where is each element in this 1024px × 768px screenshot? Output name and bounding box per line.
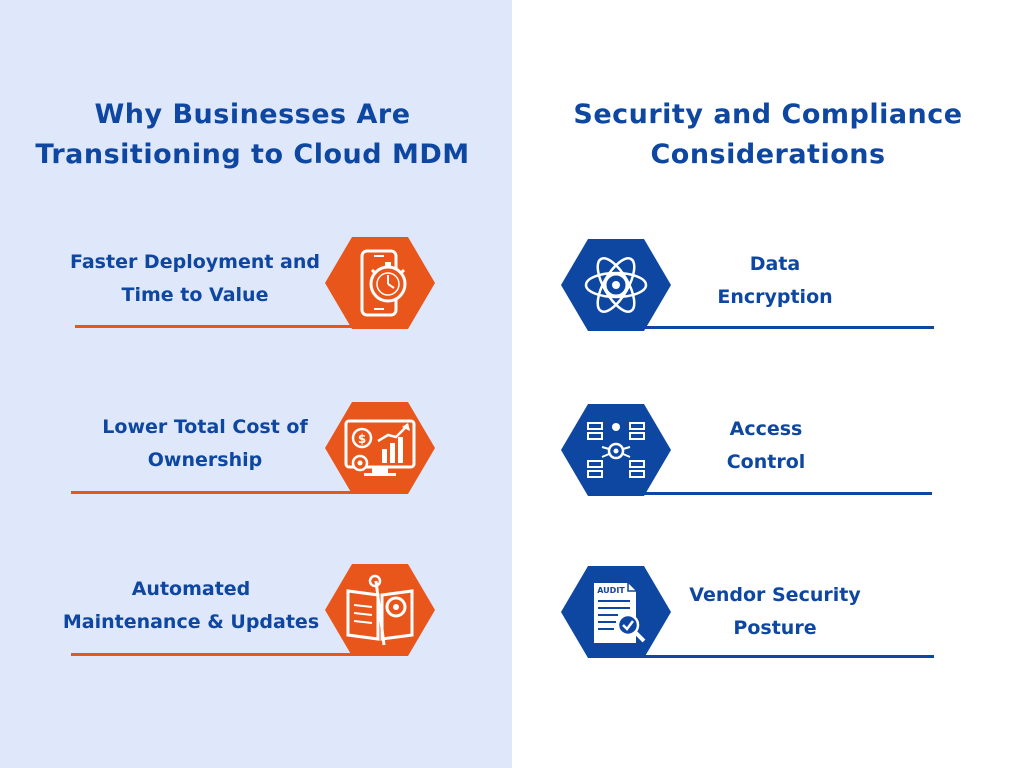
- right-item-1-hexagon: [560, 238, 672, 332]
- right-item-1-line2: Encryption: [717, 286, 833, 308]
- right-item-3-line1: Vendor Security: [689, 584, 861, 606]
- left-item-3-label: Automated Maintenance & Updates: [52, 573, 330, 639]
- left-panel: [0, 0, 512, 768]
- right-heading-line2: Considerations: [650, 139, 886, 170]
- right-item-1-underline: [640, 326, 934, 329]
- cost-chart-monitor-icon: $: [325, 402, 435, 494]
- right-item-3-line2: Posture: [733, 617, 817, 639]
- right-item-1-line1: Data: [749, 253, 801, 275]
- right-heading: Security and Compliance Considerations: [512, 95, 1024, 175]
- right-item-3-label: Vendor Security Posture: [680, 579, 870, 645]
- maintenance-manual-icon: [325, 564, 435, 656]
- access-servers-icon: [561, 404, 671, 496]
- svg-text:$: $: [358, 432, 366, 446]
- left-item-3-underline: [71, 653, 376, 656]
- encryption-atom-gear-icon: [561, 239, 671, 331]
- right-item-1-label: Data Encryption: [700, 248, 850, 314]
- left-item-2-underline: [71, 491, 376, 494]
- audit-document-icon: AUDIT: [561, 566, 671, 658]
- left-item-1-line1: Faster Deployment and: [69, 251, 320, 273]
- left-item-1-hexagon: [324, 236, 436, 330]
- audit-badge: AUDIT: [597, 586, 625, 595]
- left-item-2-label: Lower Total Cost of Ownership: [85, 411, 325, 477]
- right-item-2-line1: Access: [729, 418, 803, 440]
- left-item-3-line2: Maintenance & Updates: [62, 611, 320, 633]
- left-heading: Why Businesses Are Transitioning to Clou…: [0, 95, 505, 175]
- left-heading-line2: Transitioning to Cloud MDM: [35, 139, 470, 170]
- left-item-2-line1: Lower Total Cost of: [102, 416, 308, 438]
- left-heading-line1: Why Businesses Are: [94, 99, 411, 130]
- left-item-2-hexagon: $: [324, 401, 436, 495]
- left-item-3-hexagon: [324, 563, 436, 657]
- left-item-1-label: Faster Deployment and Time to Value: [52, 246, 338, 312]
- right-item-2-hexagon: [560, 403, 672, 497]
- left-item-3-line1: Automated: [131, 578, 251, 600]
- left-item-2-line2: Ownership: [147, 449, 263, 471]
- right-item-2-underline: [640, 492, 932, 495]
- right-heading-line1: Security and Compliance: [573, 99, 963, 130]
- left-item-1-line2: Time to Value: [121, 284, 269, 306]
- stopwatch-phone-icon: [325, 237, 435, 329]
- left-item-1-underline: [75, 325, 375, 328]
- right-item-2-line2: Control: [726, 451, 806, 473]
- right-item-2-label: Access Control: [700, 413, 832, 479]
- right-item-3-underline: [640, 655, 934, 658]
- right-item-3-hexagon: AUDIT: [560, 565, 672, 659]
